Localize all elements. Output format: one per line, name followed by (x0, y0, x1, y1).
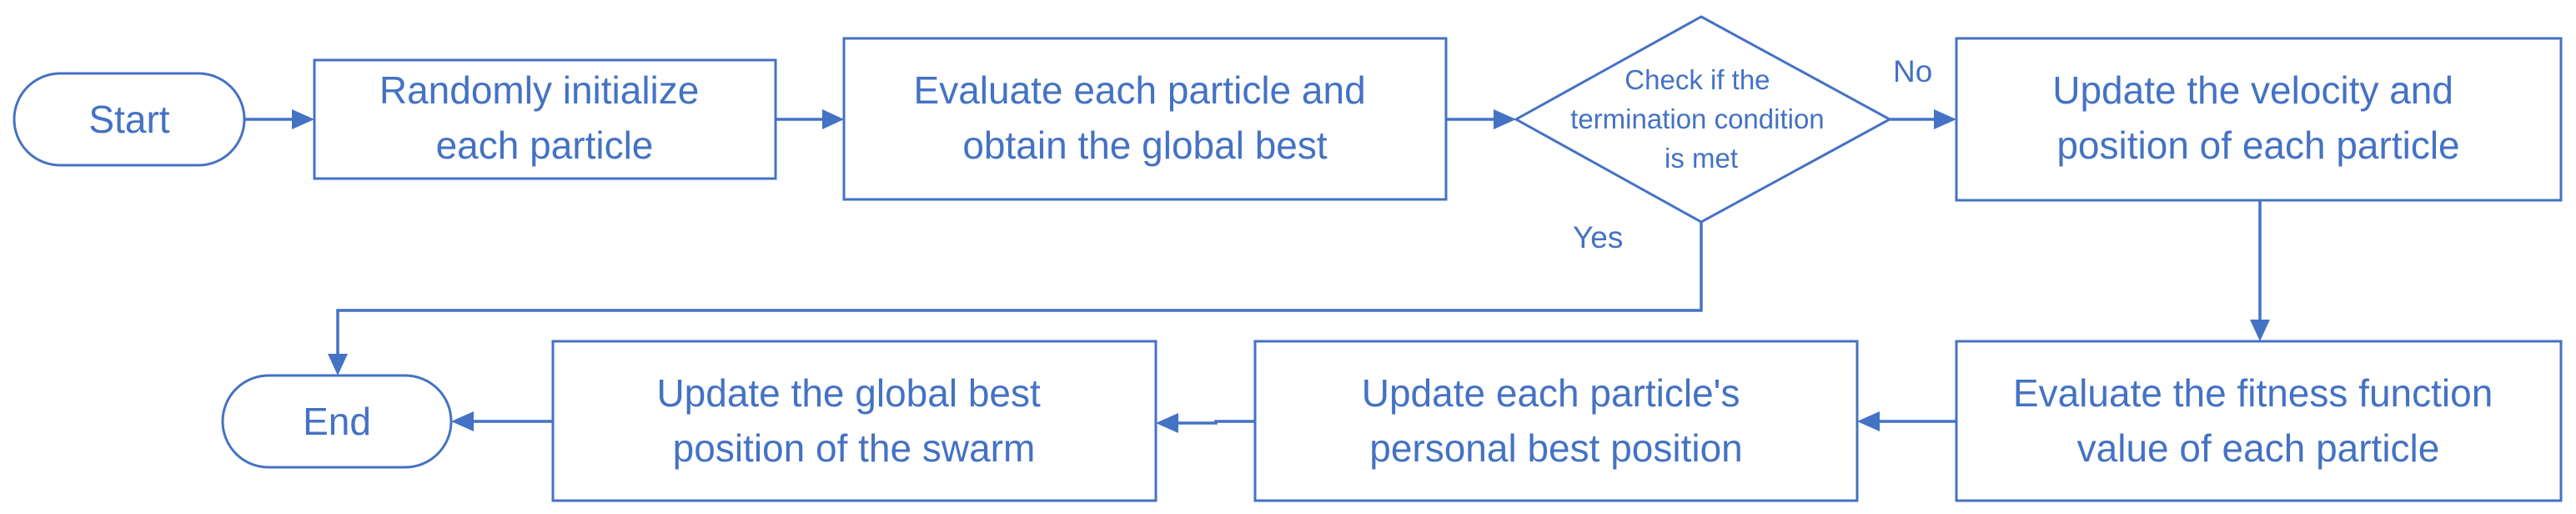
node-start: Start (13, 72, 246, 167)
edge-label-yes: Yes (1573, 220, 1623, 254)
edge-decision-no (1890, 109, 1956, 129)
node-update-personal-line-1: Update each particle's (1362, 371, 1740, 415)
svg-text:Update the velocity and: Update the velocity and position of each… (2052, 68, 2464, 167)
edge-global-to-end (451, 411, 553, 431)
edge-personal-to-global (1156, 413, 1255, 433)
svg-text:End: End (303, 400, 371, 443)
edge-fitness-to-personal (1857, 411, 1956, 431)
node-update-velocity-line-1: Update the velocity and (2052, 68, 2453, 112)
node-evaluate-global-line-2: obtain the global best (962, 123, 1328, 167)
node-evaluate-fitness-line-1: Evaluate the fitness function (2013, 371, 2493, 415)
node-decision: Check if the termination condition is me… (1513, 15, 1893, 224)
node-end-label: End (303, 400, 371, 443)
node-update-velocity-line-2: position of each particle (2056, 123, 2459, 167)
svg-text:Evaluate each particle and: Evaluate each particle and obtain the gl… (914, 68, 1377, 167)
node-update-personal: Update each particle's personal best pos… (1253, 340, 1859, 502)
node-update-personal-line-2: personal best position (1369, 426, 1743, 470)
node-init: Randomly initialize each particle (313, 58, 777, 180)
node-evaluate-global: Evaluate each particle and obtain the gl… (842, 37, 1448, 201)
node-end: End (221, 374, 453, 469)
node-update-global-line-2: position of the swarm (673, 426, 1036, 470)
svg-text:Evaluate the fitness function: Evaluate the fitness function value of e… (2013, 371, 2503, 470)
node-evaluate-fitness: Evaluate the fitness function value of e… (1955, 340, 2563, 502)
node-evaluate-fitness-line-2: value of each particle (2077, 426, 2440, 470)
node-init-line-1: Randomly initialize (379, 68, 700, 112)
svg-text:Start: Start (88, 98, 169, 141)
edge-decision-yes (328, 222, 1703, 375)
edge-start-to-init (244, 109, 314, 129)
edge-init-to-evaluate (776, 109, 844, 129)
svg-text:Randomly initialize each: Randomly initialize each particle (379, 68, 710, 167)
node-update-global: Update the global best position of the s… (551, 340, 1157, 502)
node-evaluate-global-line-1: Evaluate each particle and (914, 68, 1366, 112)
node-decision-line-3: is met (1665, 143, 1738, 174)
svg-text:Check if the termination: Check if the termination condition is me… (1570, 64, 1832, 174)
node-update-velocity: Update the velocity and position of each… (1955, 37, 2563, 202)
node-init-line-2: each particle (436, 123, 654, 167)
node-decision-line-1: Check if the (1624, 64, 1770, 95)
svg-text:Update the global best p: Update the global best position of the s… (656, 371, 1051, 470)
node-decision-line-2: termination condition (1570, 103, 1825, 134)
node-start-label: Start (88, 98, 169, 141)
edge-label-no: No (1893, 54, 1932, 88)
svg-text:Update each particle's p: Update each particle's personal best pos… (1362, 371, 1751, 470)
node-update-global-line-1: Update the global best (656, 371, 1041, 415)
edge-evaluate-to-decision (1446, 109, 1516, 129)
edge-velocity-to-fitness (2250, 200, 2270, 341)
